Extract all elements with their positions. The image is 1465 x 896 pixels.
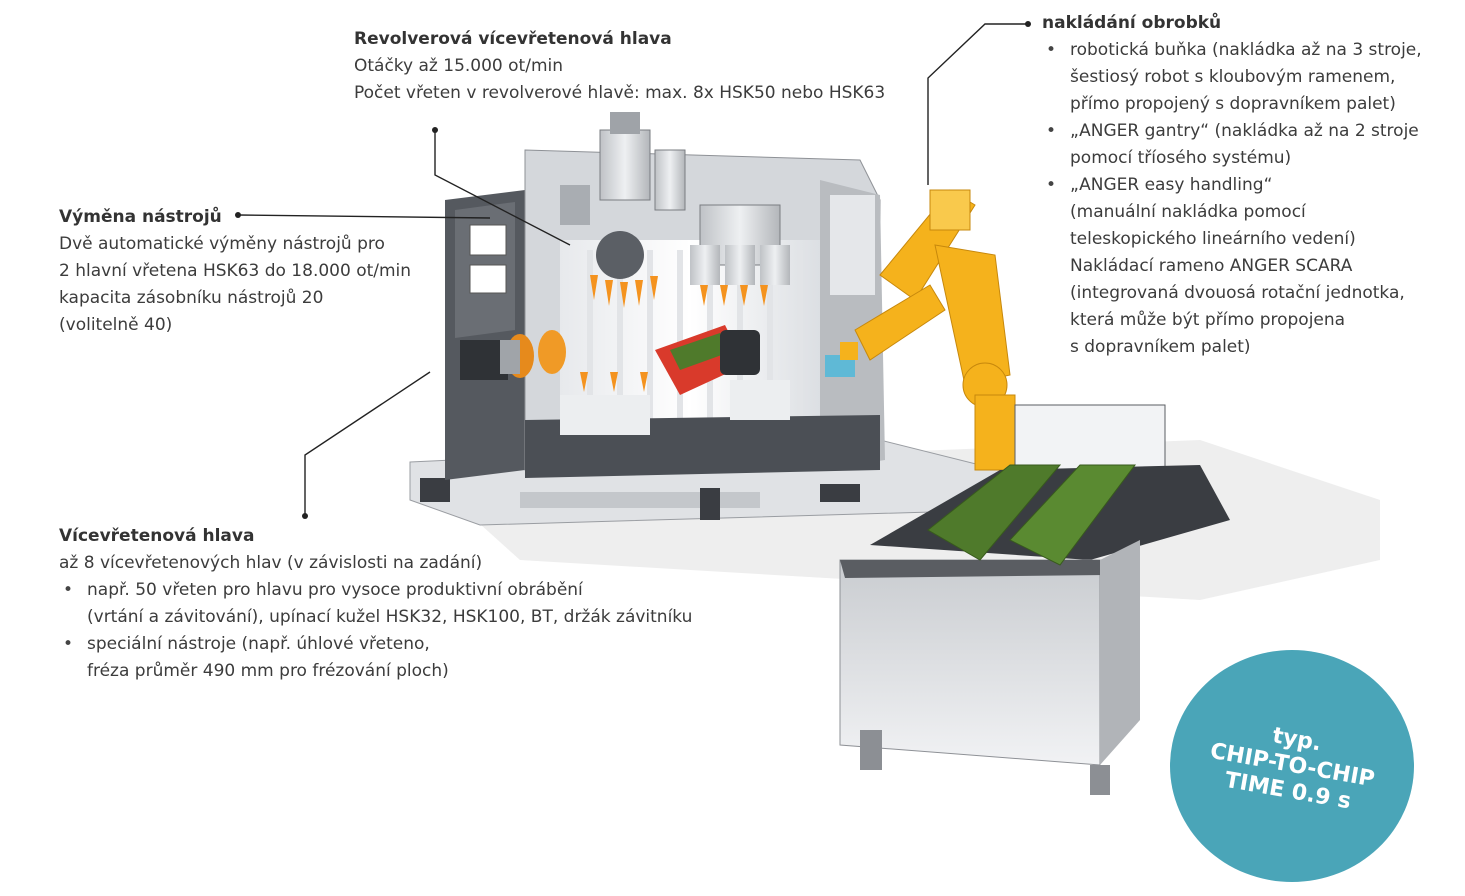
- loading-bullet: robotická buňka (nakládka až na 3 stroje…: [1042, 37, 1422, 64]
- callout-multi-spindle-head: Vícevřetenová hlava až 8 vícevřetenových…: [59, 523, 692, 685]
- loading-bullet-cont: přímo propojený s dopravníkem palet): [1070, 94, 1396, 114]
- loading-bullet-cont: (manuální nakládka pomocí: [1070, 202, 1306, 222]
- tool-change-line: Dvě automatické výměny nástrojů pro: [59, 234, 385, 254]
- loading-bullet-cont: s dopravníkem palet): [1070, 337, 1251, 357]
- revolver-line: Otáčky až 15.000 ot/min: [354, 56, 563, 76]
- leader-lines: [237, 23, 1028, 516]
- multi-head-bullet-cont: (vrtání a závitování), upínací kužel HSK…: [87, 607, 693, 627]
- badge-text: typ. CHIP-TO-CHIP TIME 0.9 s: [1203, 713, 1381, 819]
- revolver-line: Počet vřeten v revolverové hlavě: max. 8…: [354, 83, 886, 103]
- loading-bullet: „ANGER gantry“ (nakládka až na 2 stroje: [1042, 118, 1422, 145]
- pallet-conveyor: [839, 404, 1230, 795]
- spindle-towers: [560, 112, 790, 285]
- tool-change-line: (volitelně 40): [59, 315, 173, 335]
- robot-arm: [854, 189, 1016, 471]
- multi-head-bullet: např. 50 vřeten pro hlavu pro vysoce pro…: [59, 577, 692, 604]
- callout-tool-change: Výměna nástrojů Dvě automatické výměny n…: [59, 204, 411, 339]
- loading-bullet-cont: Nakládací rameno ANGER SCARA: [1070, 256, 1353, 276]
- multi-head-intro: až 8 vícevřetenových hlav (v závislosti …: [59, 553, 483, 573]
- workpiece: [655, 325, 760, 395]
- loading-bullet-cont: (integrovaná dvouosá rotační jednotka,: [1070, 283, 1405, 303]
- tool-change-line: 2 hlavní vřetena HSK63 do 18.000 ot/min: [59, 261, 412, 281]
- gripper: [825, 342, 858, 377]
- tool-changer: [445, 190, 525, 480]
- loading-bullet-cont: šestiosý robot s kloubovým ramenem,: [1070, 67, 1396, 87]
- milling-discs: [500, 330, 566, 378]
- loading-title: nakládání obrobků: [1042, 13, 1222, 33]
- multi-head-title: Vícevřetenová hlava: [59, 526, 255, 546]
- leader-dots: [235, 21, 1031, 519]
- multi-head-bullet-cont: fréza průměr 490 mm pro frézování ploch): [87, 661, 449, 681]
- tool-change-line: kapacita zásobníku nástrojů 20: [59, 288, 324, 308]
- chip-to-chip-badge: typ. CHIP-TO-CHIP TIME 0.9 s: [1170, 650, 1414, 882]
- callout-revolver-head: Revolverová vícevřetenová hlava Otáčky a…: [354, 26, 885, 107]
- tool-change-title: Výměna nástrojů: [59, 207, 222, 227]
- loading-bullet-cont: která může být přímo propojena: [1070, 310, 1346, 330]
- callout-workpiece-loading: nakládání obrobků robotická buňka (naklá…: [1042, 10, 1422, 361]
- multi-head-bullet: speciální nástroje (např. úhlové vřeteno…: [59, 631, 692, 658]
- revolver-title: Revolverová vícevřetenová hlava: [354, 29, 672, 49]
- revolver-head: [580, 231, 768, 392]
- loading-bullet: „ANGER easy handling“: [1042, 172, 1422, 199]
- loading-bullet-cont: pomocí tříosého systému): [1070, 148, 1292, 168]
- loading-bullet-cont: teleskopického lineárního vedení): [1070, 229, 1356, 249]
